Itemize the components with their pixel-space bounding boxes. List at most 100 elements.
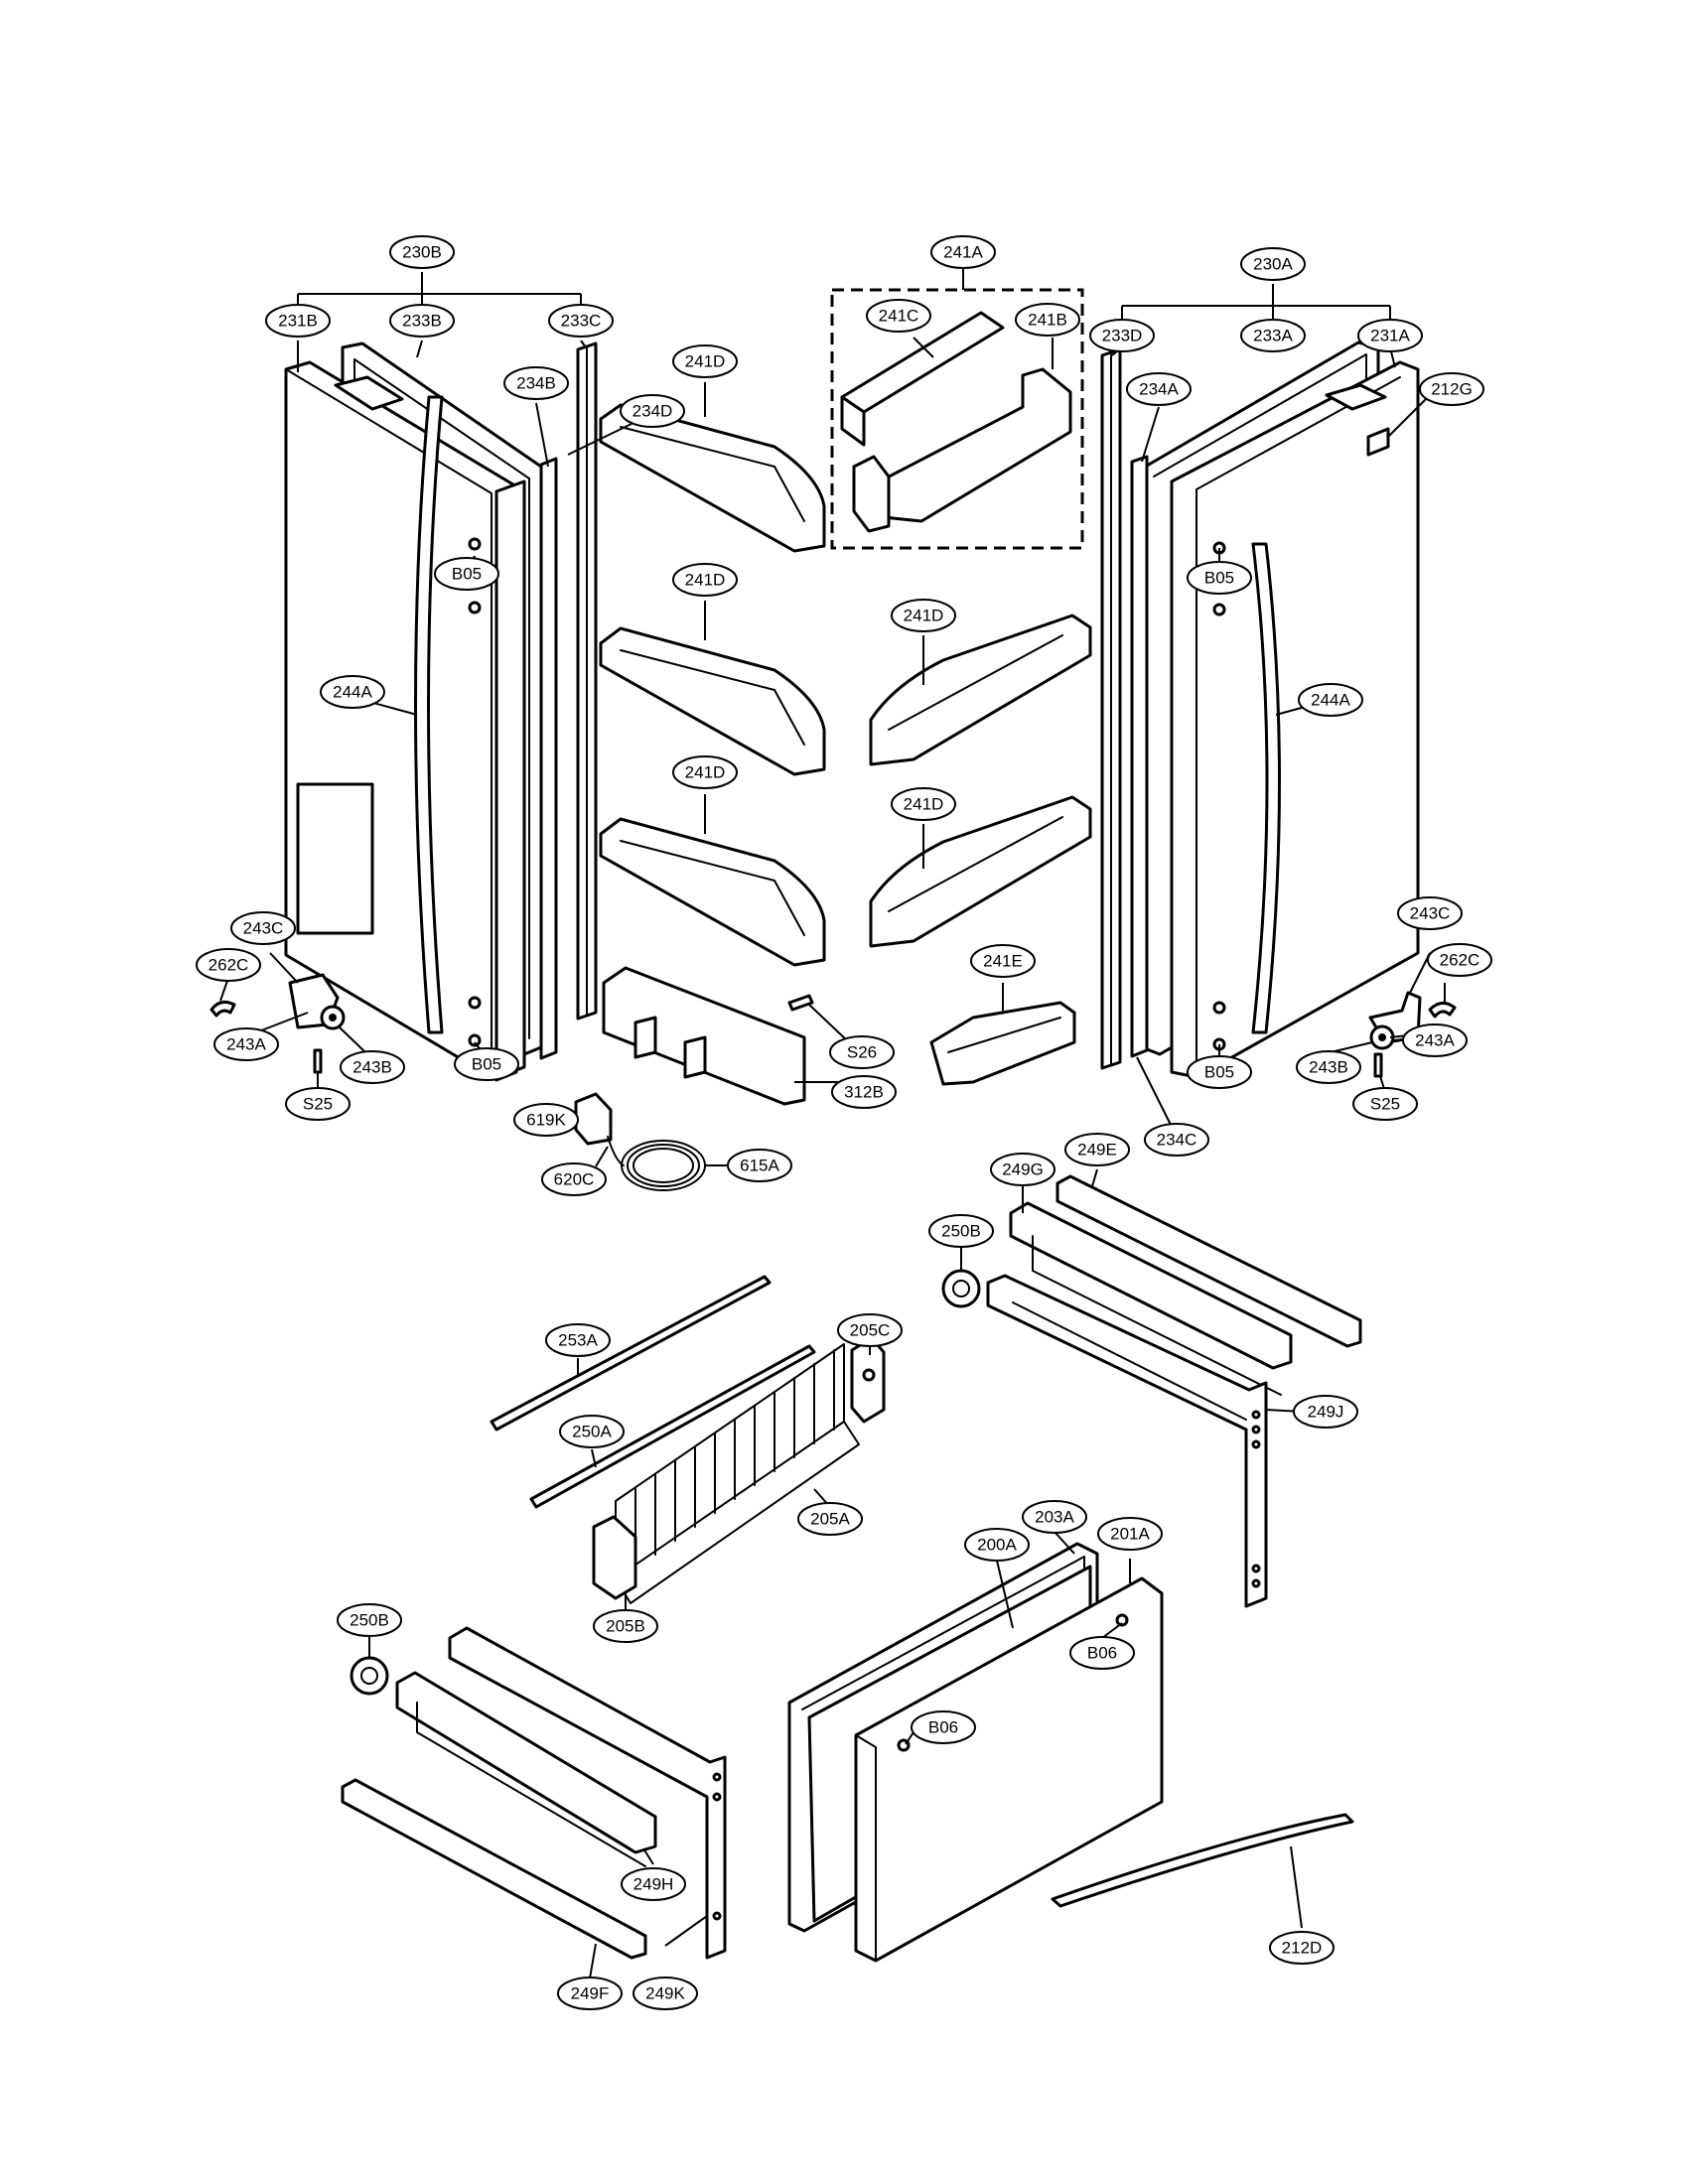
callout-205c: 205C xyxy=(837,1313,903,1347)
callout-label: 233D xyxy=(1102,327,1143,345)
callout-oval xyxy=(1397,896,1463,930)
callout-label: 234A xyxy=(1139,380,1179,399)
drawer-rails xyxy=(941,1174,1362,1608)
bin-241D-mid-left xyxy=(599,626,826,776)
callout-b05-b: B05 xyxy=(454,1047,519,1081)
callout-label: 241D xyxy=(904,607,944,625)
cover-312B xyxy=(602,966,806,1106)
strip-250A xyxy=(529,1344,816,1509)
bin-241D-upper xyxy=(599,403,826,553)
callout-label: 249F xyxy=(571,1984,610,2003)
callout-label: 241D xyxy=(685,763,726,782)
gear-250B-left xyxy=(350,1656,389,1696)
callout-234d: 234D xyxy=(620,394,685,428)
callout-243b-a: 243B xyxy=(340,1050,405,1084)
callout-oval xyxy=(559,1415,625,1448)
callout-250b-b: 250B xyxy=(337,1603,402,1637)
callout-label: 253A xyxy=(558,1331,598,1350)
callout-label: 243A xyxy=(226,1035,266,1054)
callout-label: 241B xyxy=(1028,311,1067,330)
end-bracket-205B xyxy=(592,1515,637,1600)
callout-oval xyxy=(503,366,569,400)
callout-label: 205C xyxy=(850,1321,891,1340)
callout-label: B05 xyxy=(1204,569,1234,588)
left-door-panel-231B xyxy=(284,360,518,1082)
callout-249g: 249G xyxy=(990,1153,1055,1186)
callout-label: 233A xyxy=(1253,327,1293,345)
callout-243a-b: 243A xyxy=(1402,1024,1468,1057)
callout-b05-c: B05 xyxy=(1187,561,1252,595)
callout-230b: 230B xyxy=(389,235,455,269)
callout-230a: 230A xyxy=(1240,247,1306,281)
callout-oval xyxy=(1357,319,1423,352)
callout-label: B06 xyxy=(928,1718,958,1737)
bin-241D-mid-right xyxy=(869,614,1092,766)
drawer-front xyxy=(787,1542,1354,1963)
callout-label: 243B xyxy=(352,1058,392,1077)
callout-oval xyxy=(1427,943,1492,977)
bin-kit-241A-box xyxy=(830,288,1084,550)
callout-oval xyxy=(1402,1024,1468,1057)
callout-oval xyxy=(1296,1050,1361,1084)
callout-oval xyxy=(829,1035,895,1069)
callout-oval xyxy=(265,304,331,338)
gasket-strip-234A xyxy=(1130,455,1149,1058)
callout-oval xyxy=(1126,372,1192,406)
callout-oval xyxy=(1097,1517,1163,1551)
callout-231a: 231A xyxy=(1357,319,1423,352)
callout-oval xyxy=(837,1313,903,1347)
callout-label: 200A xyxy=(977,1536,1017,1555)
callout-oval xyxy=(672,563,738,597)
callout-label: 249J xyxy=(1308,1403,1344,1422)
rail-249E xyxy=(1055,1174,1362,1348)
callout-oval xyxy=(1187,561,1252,595)
bracket-249K xyxy=(448,1626,727,1960)
callout-oval xyxy=(1240,319,1306,352)
callout-label: 230B xyxy=(402,243,442,262)
callout-label: 249E xyxy=(1077,1141,1117,1160)
left-door-handle-244A xyxy=(414,395,444,1034)
callout-s25-b: S25 xyxy=(1352,1087,1418,1121)
door-bins xyxy=(574,288,1092,1191)
callout-oval xyxy=(545,1323,611,1357)
callout-oval xyxy=(213,1027,279,1061)
callout-212d: 212D xyxy=(1269,1931,1335,1965)
callout-oval xyxy=(930,235,996,269)
callout-oval xyxy=(970,944,1036,978)
callout-label: 231A xyxy=(1370,327,1410,345)
bin-241D-low-right xyxy=(869,795,1092,948)
callout-oval xyxy=(891,787,956,821)
callout-label: 241A xyxy=(943,243,983,262)
valve-619K xyxy=(574,1092,613,1146)
callout-oval xyxy=(454,1047,519,1081)
callout-label: 234B xyxy=(516,374,556,393)
callout-label: 203A xyxy=(1035,1508,1074,1527)
callout-249f: 249F xyxy=(557,1977,623,2010)
rail-249F xyxy=(341,1778,647,1960)
callout-oval xyxy=(1022,1500,1087,1534)
callout-234a: 234A xyxy=(1126,372,1192,406)
callout-619k: 619K xyxy=(513,1103,579,1137)
callout-label: 243B xyxy=(1309,1058,1348,1077)
callout-label: 250B xyxy=(350,1611,389,1630)
callout-oval xyxy=(964,1528,1030,1562)
callout-label: 241D xyxy=(685,571,726,590)
callout-s26: S26 xyxy=(829,1035,895,1069)
callout-249h: 249H xyxy=(621,1867,686,1901)
callout-label: 233B xyxy=(402,312,442,331)
callout-label: 249K xyxy=(645,1984,685,2003)
gear-250B xyxy=(941,1269,981,1308)
callout-label: 243C xyxy=(243,919,284,938)
callout-label: 262C xyxy=(209,956,249,975)
bin-241B xyxy=(872,367,1072,523)
callout-oval xyxy=(621,1867,686,1901)
callout-oval xyxy=(513,1103,579,1137)
screw-S25 xyxy=(313,1048,323,1074)
callout-oval xyxy=(891,599,956,632)
callout-label: S25 xyxy=(303,1095,333,1114)
callout-oval xyxy=(285,1087,351,1121)
callout-b06-a: B06 xyxy=(1069,1636,1135,1670)
callout-249e: 249E xyxy=(1064,1133,1130,1166)
callout-262c-a: 262C xyxy=(196,948,261,982)
